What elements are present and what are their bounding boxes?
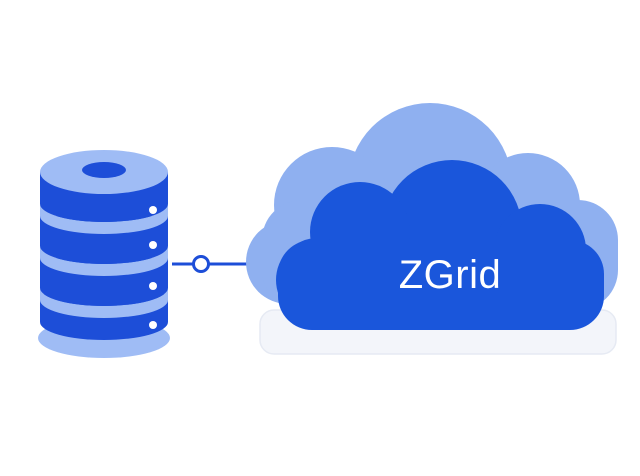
link-connector-icon [172, 255, 258, 273]
cloud-icon: ZGrid [246, 103, 618, 330]
db-indicator-dot [149, 282, 157, 290]
cloud-label: ZGrid [399, 253, 502, 297]
db-indicator-dot [149, 241, 157, 249]
db-indicator-dot [149, 206, 157, 214]
database-server-icon [38, 150, 170, 358]
db-indicator-dot [149, 321, 157, 329]
